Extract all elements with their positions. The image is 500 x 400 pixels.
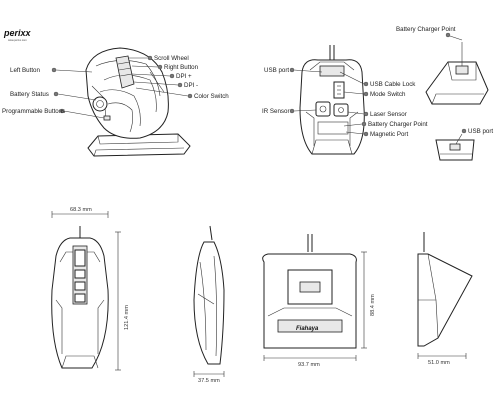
programmable-buttons-label: Programmable Buttons [2, 108, 65, 115]
dpi-minus-marker [177, 82, 183, 88]
bottom-view-callout-dots [289, 67, 369, 137]
dpi-minus-label: DPI - [184, 82, 198, 89]
bottom-view-callout-labels: USB port USB Cable Lock Mode Switch IR S… [262, 67, 428, 138]
usb-port-marker [289, 67, 295, 73]
dock-callout-dots [445, 32, 467, 134]
logo-text: perixx [3, 28, 32, 38]
dock-front-view-drawing: Fiahaya 93.7 mm 88.4 mm [262, 234, 376, 368]
color-switch-label: Color Switch [194, 93, 229, 100]
dock-callout-labels: Battery Charger Point USB port [396, 26, 493, 135]
mouse-height-dimension: 37.5 mm [198, 378, 220, 384]
scroll-wheel-marker [147, 55, 153, 61]
dock-usb-port-shape [449, 143, 461, 151]
dock-front-panel [277, 319, 343, 333]
left-button-label: Left Button [10, 67, 40, 74]
dock-cradle-pad [299, 281, 321, 293]
battery-status-label: Battery Status [10, 91, 49, 98]
perixx-logo: perixx www.perixx.com [3, 28, 32, 42]
charger-point-pad [455, 65, 469, 75]
color-switch-marker [187, 93, 193, 99]
left-button-marker [51, 67, 57, 73]
mode-switch-marker [363, 91, 369, 97]
usb-port-label: USB port [264, 67, 289, 74]
mouse-length-dimension: 121.4 mm [124, 305, 130, 330]
top-left-callout-lines [55, 57, 189, 119]
dock-usb-port-marker [461, 128, 467, 134]
dock-rear-view [435, 139, 475, 161]
dock-brand-text: Fiahaya [296, 326, 319, 332]
dock-usb-port-label: USB port [468, 128, 493, 135]
dock-callout-lines [449, 35, 463, 145]
dock-charger-point-marker [445, 32, 451, 38]
usb-cable-lock-marker [363, 81, 369, 87]
ir-sensor-shape [315, 101, 331, 117]
dock-height-dimension: 88.4 mm [370, 294, 376, 316]
usb-cable-lock-label: USB Cable Lock [370, 81, 416, 88]
laser-sensor-label: Laser Sensor [370, 111, 407, 118]
dock-depth-dimension: 51.0 mm [428, 360, 450, 366]
top-left-callout-dots [51, 55, 193, 114]
mouse-bottom-view [299, 45, 365, 155]
mode-switch-label: Mode Switch [370, 91, 406, 98]
battery-charger-point-marker [361, 121, 367, 127]
mouse-top-view-drawing: 68.3 mm 121.4 mm [51, 207, 130, 371]
battery-charger-contacts [317, 121, 349, 135]
battery-charger-point-label: Battery Charger Point [368, 121, 428, 128]
programmable-buttons-marker [59, 108, 65, 114]
mouse-side-view-drawing: 37.5 mm [193, 225, 225, 384]
right-button-label: Right Button [164, 64, 199, 71]
dock-charger-point-label: Battery Charger Point [396, 26, 456, 33]
dpi-plus-label: DPI + [176, 73, 192, 80]
dock-perspective-view [425, 42, 489, 105]
usb-port-area [319, 65, 345, 77]
laser-sensor-marker [363, 111, 369, 117]
bottom-view-callout-lines [293, 69, 365, 135]
magnetic-port-marker [363, 131, 369, 137]
dpi-plus-marker [169, 73, 175, 79]
dock-width-dimension: 93.7 mm [298, 362, 320, 368]
logo-subtext: www.perixx.com [8, 38, 27, 42]
laser-sensor-shape [333, 103, 349, 117]
ir-sensor-label: IR Sensor [262, 108, 290, 115]
dock-side-view-drawing: 51.0 mm [417, 232, 473, 366]
mouse-width-dimension: 68.3 mm [70, 207, 92, 213]
right-button-marker [157, 64, 163, 70]
magnetic-port-label: Magnetic Port [370, 131, 408, 138]
ir-sensor-marker [289, 108, 295, 114]
mouse-side-outline [193, 241, 225, 365]
top-left-callout-labels: Scroll Wheel Right Button DPI + DPI - Co… [2, 55, 229, 115]
battery-status-marker [53, 91, 59, 97]
scroll-wheel-label: Scroll Wheel [154, 55, 189, 62]
